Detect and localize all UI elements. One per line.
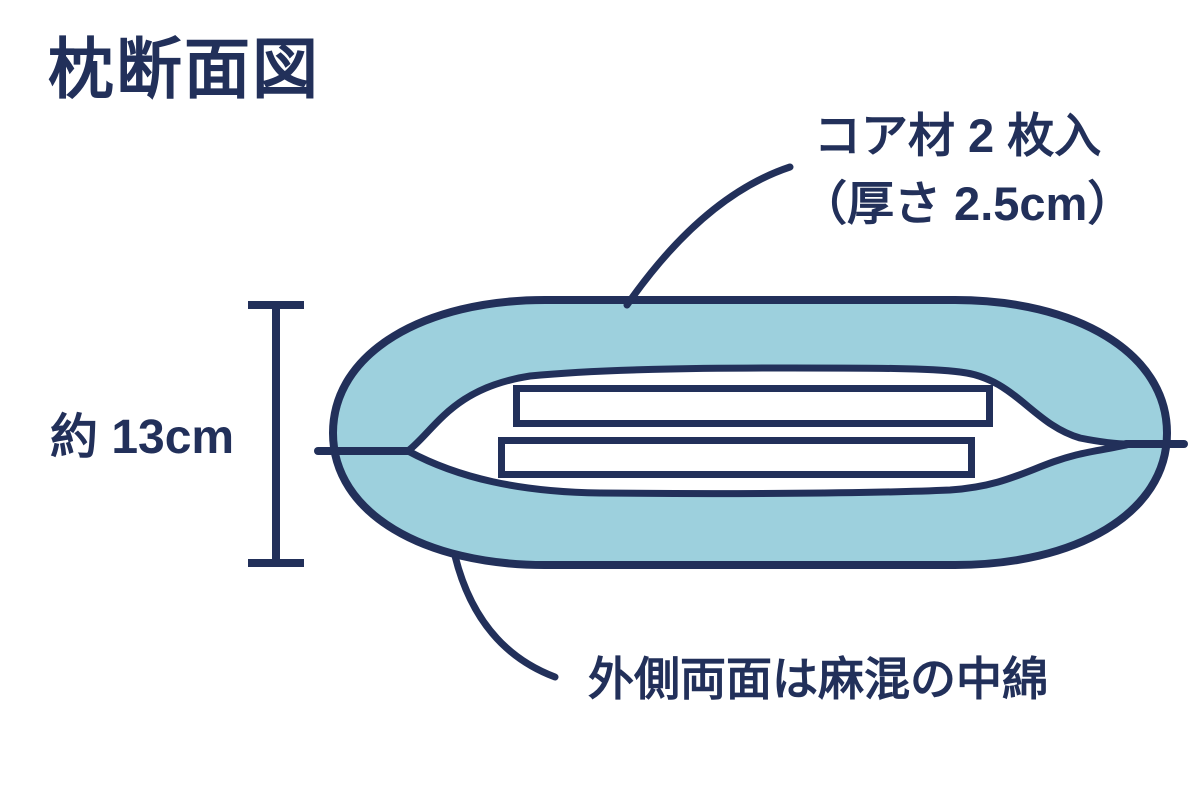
height-label: 約 13cm bbox=[50, 411, 235, 464]
core-material-label-line1: コア材 2 枚入 bbox=[814, 109, 1102, 162]
core-sheet-upper bbox=[513, 385, 993, 427]
core-sheet-lower bbox=[498, 437, 975, 478]
outer-fill-label: 外側両面は麻混の中綿 bbox=[588, 653, 1048, 705]
leader-line-core bbox=[623, 163, 794, 309]
core-material-label-line2: （厚さ 2.5cm） bbox=[800, 177, 1135, 230]
height-dimension-line bbox=[248, 301, 304, 567]
page-title: 枕断面図 bbox=[48, 32, 320, 106]
leader-line-outer-fill bbox=[451, 552, 559, 681]
